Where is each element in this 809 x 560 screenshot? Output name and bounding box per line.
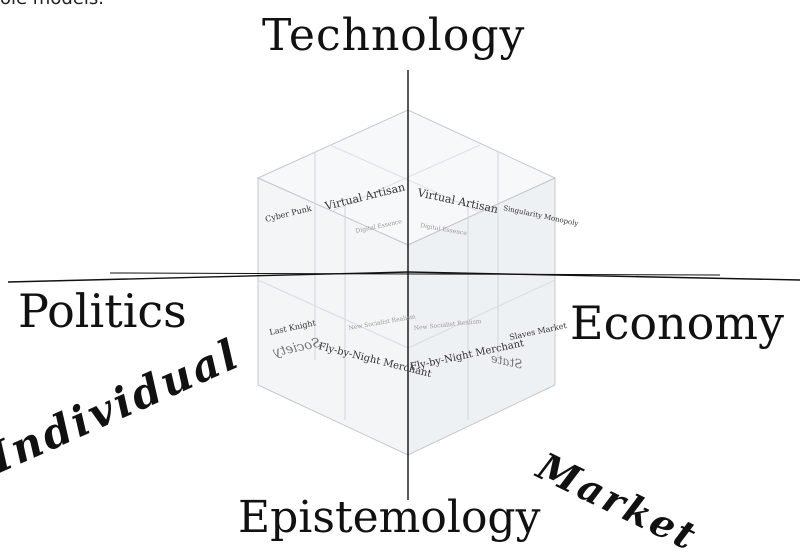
axis-label-economy: Economy <box>570 296 784 350</box>
caption-fragment: ole models. <box>0 0 104 9</box>
axis-label-politics: Politics <box>18 284 187 338</box>
horizontal-axis-right <box>407 271 801 281</box>
axis-label-epistemology: Epistemology <box>238 492 541 543</box>
horizontal-axis-inner <box>109 272 721 276</box>
mirror-state: State <box>489 351 523 371</box>
diagram-canvas: Cyber Punk Virtual Artisan Virtual Artis… <box>7 70 801 500</box>
axes <box>7 70 801 500</box>
axis-label-technology: Technology <box>262 10 526 61</box>
cube <box>256 109 557 456</box>
